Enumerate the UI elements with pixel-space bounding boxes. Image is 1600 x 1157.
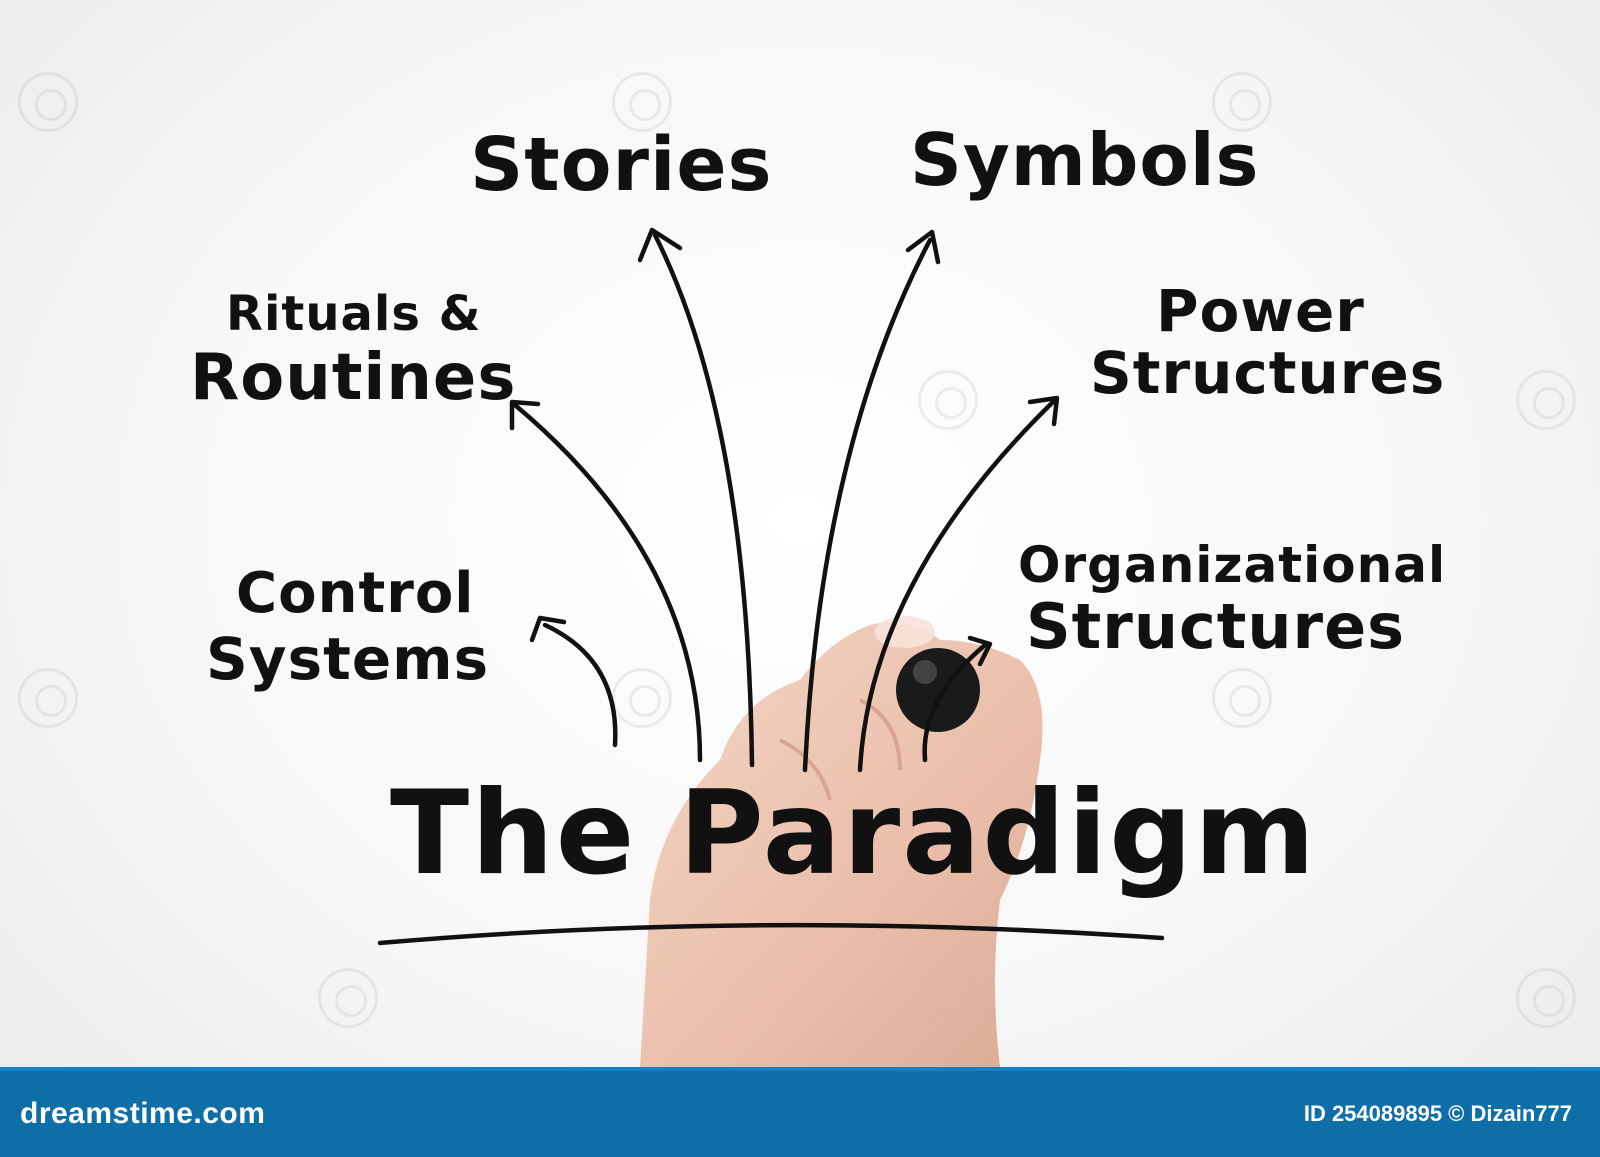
node-control-line1: Control: [236, 561, 475, 626]
footer-image-id: ID 254089895 © Dizain777: [1303, 1101, 1572, 1126]
watermark-icon: [918, 370, 978, 430]
arrowhead-symbols: [905, 229, 941, 265]
finger-detail: [779, 738, 832, 801]
arrow-to-rituals-routines: [512, 402, 703, 763]
arrowhead-organizational-structures: [967, 635, 993, 667]
watermark-icon: [1212, 668, 1272, 728]
node-symbols: Symbols: [910, 124, 1259, 196]
marker-highlight: [913, 660, 937, 684]
arrowhead-rituals-routines: [509, 399, 541, 431]
diagram-title: The Paradigm: [390, 766, 1318, 901]
watermark-icon: [1516, 370, 1576, 430]
node-rituals-line2: Routines: [190, 341, 517, 415]
watermark-icon: [612, 72, 672, 132]
connector-arrows: [377, 227, 1165, 946]
arrow-to-stories: [652, 232, 755, 768]
node-control-systems: Control Systems: [206, 561, 490, 693]
arrow-to-organizational-structures: [922, 642, 988, 763]
node-symbols-label: Symbols: [910, 118, 1260, 202]
node-power-structures: Power Structures: [1090, 282, 1445, 402]
arrowhead-stories: [637, 227, 683, 263]
node-stories-label: Stories: [470, 122, 773, 208]
node-organizational-structures: Organizational Structures: [1018, 540, 1446, 658]
node-org-line1: Organizational: [1018, 536, 1447, 594]
arrow-to-symbols: [802, 237, 933, 773]
node-rituals-line1: Rituals &: [226, 286, 482, 342]
watermark-icon: [18, 72, 78, 132]
diagram-canvas: Stories Symbols Rituals & Routines Power…: [18, 72, 1576, 1067]
arrow-to-control-systems: [542, 622, 618, 748]
watermark-icon: [612, 668, 672, 728]
watermark-icon: [1212, 72, 1272, 132]
node-power-line2: Structures: [1090, 339, 1446, 407]
watermark-icon: [18, 668, 78, 728]
title-underline: [377, 922, 1165, 946]
node-rituals-routines: Rituals & Routines: [190, 290, 516, 410]
footer-logo[interactable]: dreamstime.com: [20, 1097, 266, 1130]
stock-footer-bar: dreamstime.com ID 254089895 © Dizain777: [0, 1067, 1600, 1157]
arrow-to-power-structures: [857, 397, 1058, 773]
watermark-icon: [318, 968, 378, 1028]
hand-shape: [640, 622, 1043, 1067]
watermark-icon: [1516, 968, 1576, 1028]
arrowhead-power-structures: [1027, 395, 1060, 427]
node-control-line2: Systems: [206, 625, 490, 693]
node-stories: Stories: [470, 128, 773, 202]
footer-accent-line: [0, 1067, 1600, 1071]
node-power-line1: Power: [1156, 277, 1365, 345]
arrowhead-control-systems: [529, 615, 567, 643]
node-org-line2: Structures: [1026, 590, 1406, 663]
